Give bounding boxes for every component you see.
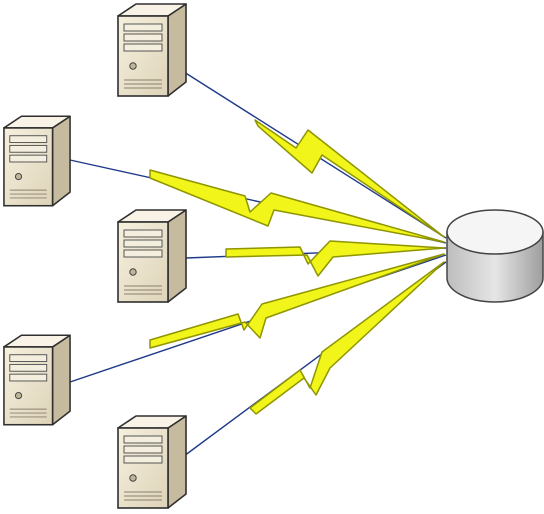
- wireless-link-server-3: [185, 240, 447, 277]
- wireless-link-server-4: [69, 253, 447, 383]
- server-3-icon[interactable]: [117, 209, 187, 303]
- wireless-link-server-5: [183, 261, 447, 457]
- lightning-bolt-icon: [249, 261, 445, 415]
- server-4-icon[interactable]: [3, 334, 71, 426]
- lightning-bolt-icon: [225, 240, 445, 277]
- server-1-icon[interactable]: [117, 3, 187, 97]
- links-group: [69, 71, 447, 457]
- lightning-bolt-icon: [149, 253, 445, 349]
- hub-router-icon[interactable]: [446, 209, 544, 303]
- servers-group: [3, 3, 187, 509]
- wireless-link-server-1: [183, 71, 447, 239]
- lightning-bolt-icon: [254, 119, 445, 238]
- server-2-icon[interactable]: [3, 115, 71, 207]
- server-5-icon[interactable]: [117, 415, 187, 509]
- wireless-link-server-2: [69, 159, 447, 244]
- lightning-bolt-icon: [149, 169, 445, 243]
